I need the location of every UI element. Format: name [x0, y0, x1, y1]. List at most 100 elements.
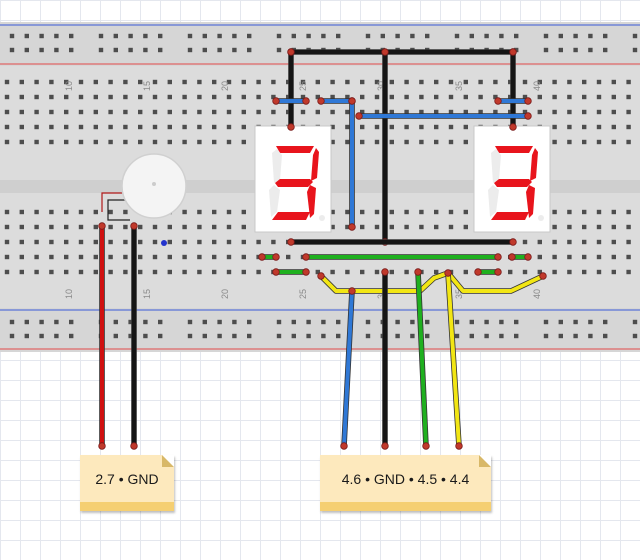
breadboard-hole: [19, 269, 24, 275]
wire-endpoint: [509, 48, 517, 56]
breadboard-hole: [434, 94, 439, 100]
breadboard-hole: [78, 124, 84, 130]
wire-yellow-to-label[interactable]: [446, 271, 461, 448]
rail-hole: [187, 33, 193, 39]
breadboard-hole: [93, 94, 98, 100]
breadboard-hole: [93, 254, 98, 260]
breadboard-hole: [360, 209, 365, 215]
rail-hole: [187, 319, 193, 325]
breadboard-hole: [182, 109, 187, 115]
breadboard-hole: [537, 269, 542, 275]
segment-a: [276, 146, 314, 153]
breadboard-hole: [552, 224, 557, 230]
breadboard-hole: [197, 109, 202, 115]
wire-green-to-label[interactable]: [416, 270, 428, 448]
breadboard-hole: [108, 109, 113, 115]
breadboard-hole: [197, 239, 202, 245]
segment-g: [494, 179, 532, 187]
breadboard-hole: [212, 124, 217, 130]
column-number: 25: [298, 81, 308, 91]
breadboard-hole: [226, 269, 232, 275]
wire-endpoint: [524, 253, 532, 261]
breadboard-hole: [522, 109, 528, 115]
breadboard-hole: [212, 269, 217, 275]
breadboard-hole: [582, 79, 587, 85]
seven-segment-display-right[interactable]: [473, 125, 551, 233]
breadboard-hole: [345, 124, 350, 130]
breadboard-hole: [582, 224, 587, 230]
breadboard-hole: [330, 224, 335, 230]
breadboard-hole: [123, 239, 128, 245]
rail-hole: [187, 333, 193, 339]
breadboard-hole: [626, 269, 631, 275]
rail-hole: [454, 33, 460, 39]
breadboard-hole: [360, 109, 365, 115]
pin-label-note-right[interactable]: 4.6 • GND • 4.5 • 4.4: [320, 455, 491, 511]
breadboard-hole: [419, 139, 424, 145]
breadboard-hole: [93, 269, 98, 275]
pin-label-note-left[interactable]: 2.7 • GND: [80, 455, 174, 511]
segment-b: [311, 148, 319, 181]
breadboard-hole: [182, 94, 187, 100]
breadboard-hole: [241, 269, 246, 275]
breadboard-hole: [226, 79, 232, 85]
rail-hole: [395, 319, 400, 325]
breadboard-hole: [241, 224, 246, 230]
breadboard-hole: [78, 79, 84, 85]
breadboard-hole: [360, 79, 365, 85]
breadboard-hole: [197, 94, 202, 100]
rail-hole: [573, 33, 578, 39]
wire-endpoint: [539, 272, 547, 280]
rail-hole: [54, 33, 59, 39]
breadboard-hole: [4, 254, 10, 260]
breadboard-hole: [167, 139, 172, 145]
rail-hole: [306, 333, 311, 339]
rail-hole: [202, 319, 207, 325]
rail-hole: [291, 333, 296, 339]
rail-hole: [588, 33, 593, 39]
segment-d: [491, 212, 529, 220]
wire-blue-to-label[interactable]: [342, 289, 354, 448]
breadboard-hole: [300, 94, 306, 100]
breadboard-hole: [93, 239, 98, 245]
buzzer-lead-black: [107, 199, 130, 221]
breadboard-hole: [123, 254, 128, 260]
breadboard-hole: [626, 109, 631, 115]
breadboard-hole: [212, 239, 217, 245]
breadboard-hole: [197, 139, 202, 145]
rail-hole: [425, 333, 430, 339]
segment-f: [491, 149, 501, 183]
breadboard-hole: [552, 254, 557, 260]
rail-hole: [603, 47, 608, 53]
breadboard-hole: [582, 109, 587, 115]
breadboard-hole: [93, 209, 98, 215]
seven-segment-display-left[interactable]: [254, 125, 332, 233]
rail-hole: [291, 33, 296, 39]
breadboard-hole: [611, 224, 616, 230]
rail-hole: [69, 333, 74, 339]
rail-hole: [143, 33, 148, 39]
breadboard-hole: [152, 94, 158, 100]
wire-endpoint: [524, 112, 532, 120]
breadboard-hole: [108, 209, 113, 215]
breadboard-hole: [64, 139, 69, 145]
rail-hole: [306, 319, 311, 325]
rail-hole: [514, 47, 519, 53]
wire-endpoint: [474, 268, 482, 276]
breadboard-hole: [389, 269, 394, 275]
breadboard-hole: [226, 239, 232, 245]
breadboard-hole: [241, 139, 246, 145]
rail-hole: [484, 319, 489, 325]
wire-endpoint: [302, 253, 310, 261]
wire-endpoint: [272, 268, 280, 276]
breadboard-hole: [271, 109, 276, 115]
piezo-buzzer[interactable]: [101, 153, 187, 221]
breadboard-hole: [330, 94, 335, 100]
wire-endpoint: [509, 123, 517, 131]
rail-hole: [558, 333, 563, 339]
breadboard-hole: [64, 109, 69, 115]
rail-hole: [202, 47, 207, 53]
breadboard-hole: [374, 224, 380, 230]
rail-hole: [558, 319, 563, 325]
